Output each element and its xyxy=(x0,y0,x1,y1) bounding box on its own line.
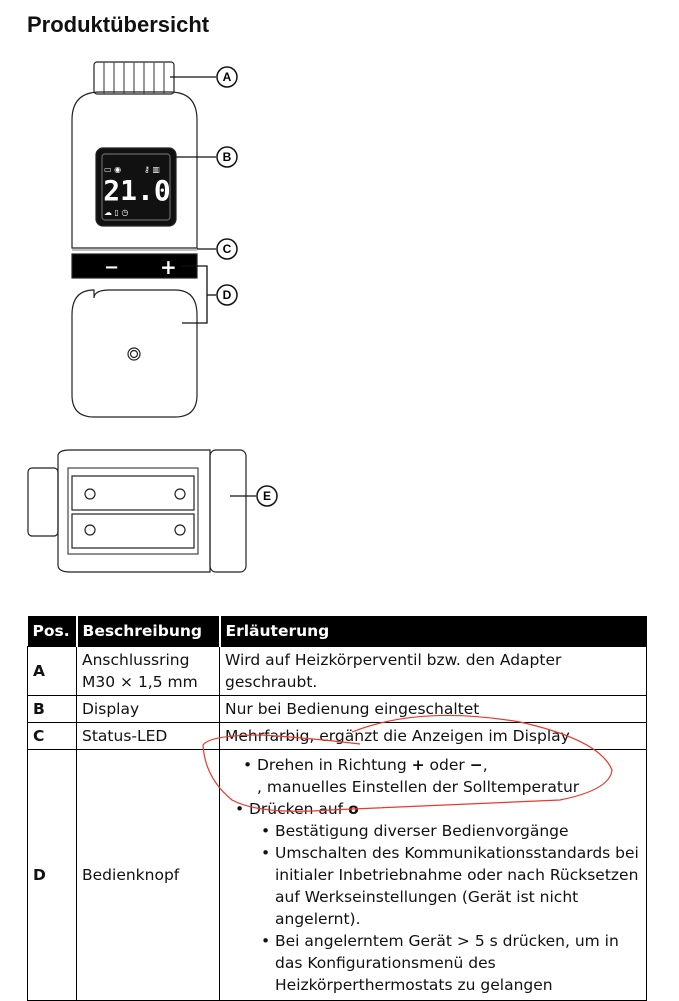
table-row: B Display Nur bei Bedienung eingeschalte… xyxy=(27,695,647,723)
row-explanation: Drehen in Richtung + oder −,, manuelles … xyxy=(219,749,647,1001)
table-row: D Bedienknopf Drehen in Richtung + oder … xyxy=(27,749,647,1001)
sub-bullet: Bestätigung diverser Bedienvorgänge xyxy=(261,820,641,842)
callout-E: E xyxy=(256,485,278,507)
parts-table: Pos. Beschreibung Erläuterung A Anschlus… xyxy=(27,616,647,1001)
page-title: Produktübersicht xyxy=(27,12,210,37)
thermostat-front-view xyxy=(71,61,198,418)
svg-text:D: D xyxy=(223,288,232,302)
control-knob xyxy=(71,289,198,418)
callout-D: D xyxy=(216,284,238,306)
row-description: Bedienknopf xyxy=(76,749,220,1001)
thermostat-battery-view xyxy=(27,449,247,573)
sub-bullet: Umschalten des Kommunikationsstandards b… xyxy=(261,842,641,930)
header-explanation: Erläuterung xyxy=(218,616,647,647)
row-explanation: Nur bei Bedienung eingeschaltet xyxy=(219,695,647,723)
row-explanation: Wird auf Heizkörperventil bzw. den Adapt… xyxy=(219,646,647,696)
row-pos: D xyxy=(27,749,77,1001)
row-pos: A xyxy=(27,646,77,696)
row-pos: B xyxy=(27,695,77,723)
callout-C: C xyxy=(216,238,238,260)
table-row: C Status-LED Mehrfarbig, ergänzt die Anz… xyxy=(27,722,647,750)
control-knob-ring xyxy=(71,253,198,279)
bullet-turn: Drehen in Richtung + oder −,, manuelles … xyxy=(243,754,641,798)
key-icon: ⚷ ▥ xyxy=(144,165,160,174)
svg-text:B: B xyxy=(223,150,232,164)
callout-lines xyxy=(170,76,256,497)
plus-sign: + xyxy=(160,255,177,279)
svg-text:C: C xyxy=(223,242,232,256)
sub-bullet: Bei angelerntem Gerät > 5 s drücken, um … xyxy=(261,930,641,996)
product-figure: 21.0 ▭ ◉ ⚷ ▥ ☁ ▯ ◷ − + A B C D E xyxy=(27,61,278,573)
display xyxy=(95,147,177,227)
header-description: Beschreibung xyxy=(75,616,220,647)
minus-sign: − xyxy=(104,257,119,278)
battery-icon: ▭ ◉ xyxy=(104,165,121,174)
row-description: Status-LED xyxy=(76,722,220,750)
row-description: Display xyxy=(76,695,220,723)
callout-A: A xyxy=(216,66,238,88)
svg-text:E: E xyxy=(263,489,271,503)
row-pos: C xyxy=(27,722,77,750)
mode-icons: ☁ ▯ ◷ xyxy=(104,208,128,217)
display-temperature: 21.0 xyxy=(103,174,170,207)
row-explanation: Mehrfarbig, ergänzt die Anzeigen im Disp… xyxy=(219,722,647,750)
housing xyxy=(71,91,198,249)
callout-B: B xyxy=(216,146,238,168)
bullet-press: Drücken auf o Bestätigung diverser Bedie… xyxy=(235,798,641,996)
header-pos: Pos. xyxy=(27,616,77,647)
svg-text:A: A xyxy=(223,70,232,84)
table-header: Pos. Beschreibung Erläuterung xyxy=(27,616,647,647)
